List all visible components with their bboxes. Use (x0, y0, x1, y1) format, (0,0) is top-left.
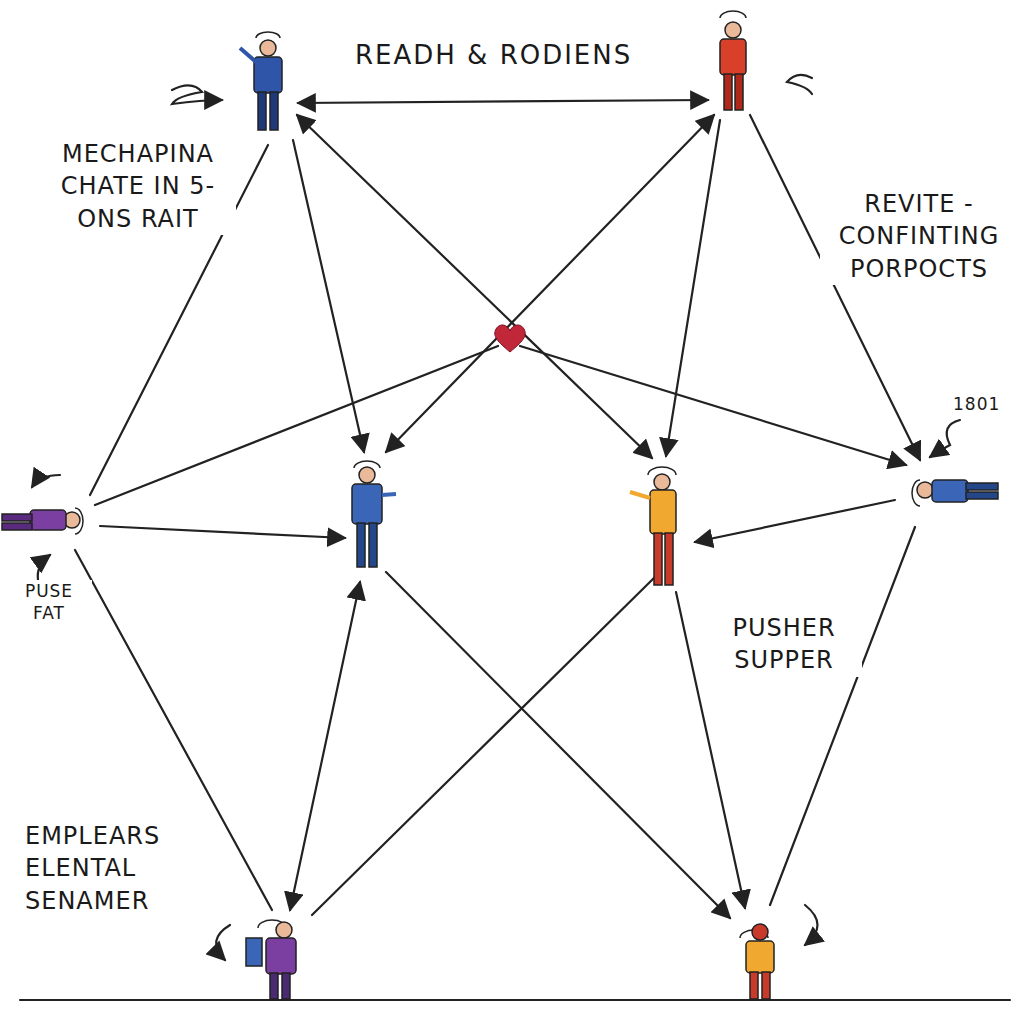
note-label: MECHAPINA CHATE IN 5-ONS RAIT (40, 138, 236, 235)
callout-number: 1801 (950, 393, 1003, 415)
note-label: REVITE - CONFINTING PORPOCTS (820, 188, 1018, 285)
note-label: EMPLEARS ELENTAL SENAMER (22, 820, 203, 917)
note-label: PUSHER SUPPER (706, 612, 862, 677)
note-label: PUSE FAT (6, 580, 92, 624)
diagram-title: READH & RODIENS (352, 38, 635, 73)
